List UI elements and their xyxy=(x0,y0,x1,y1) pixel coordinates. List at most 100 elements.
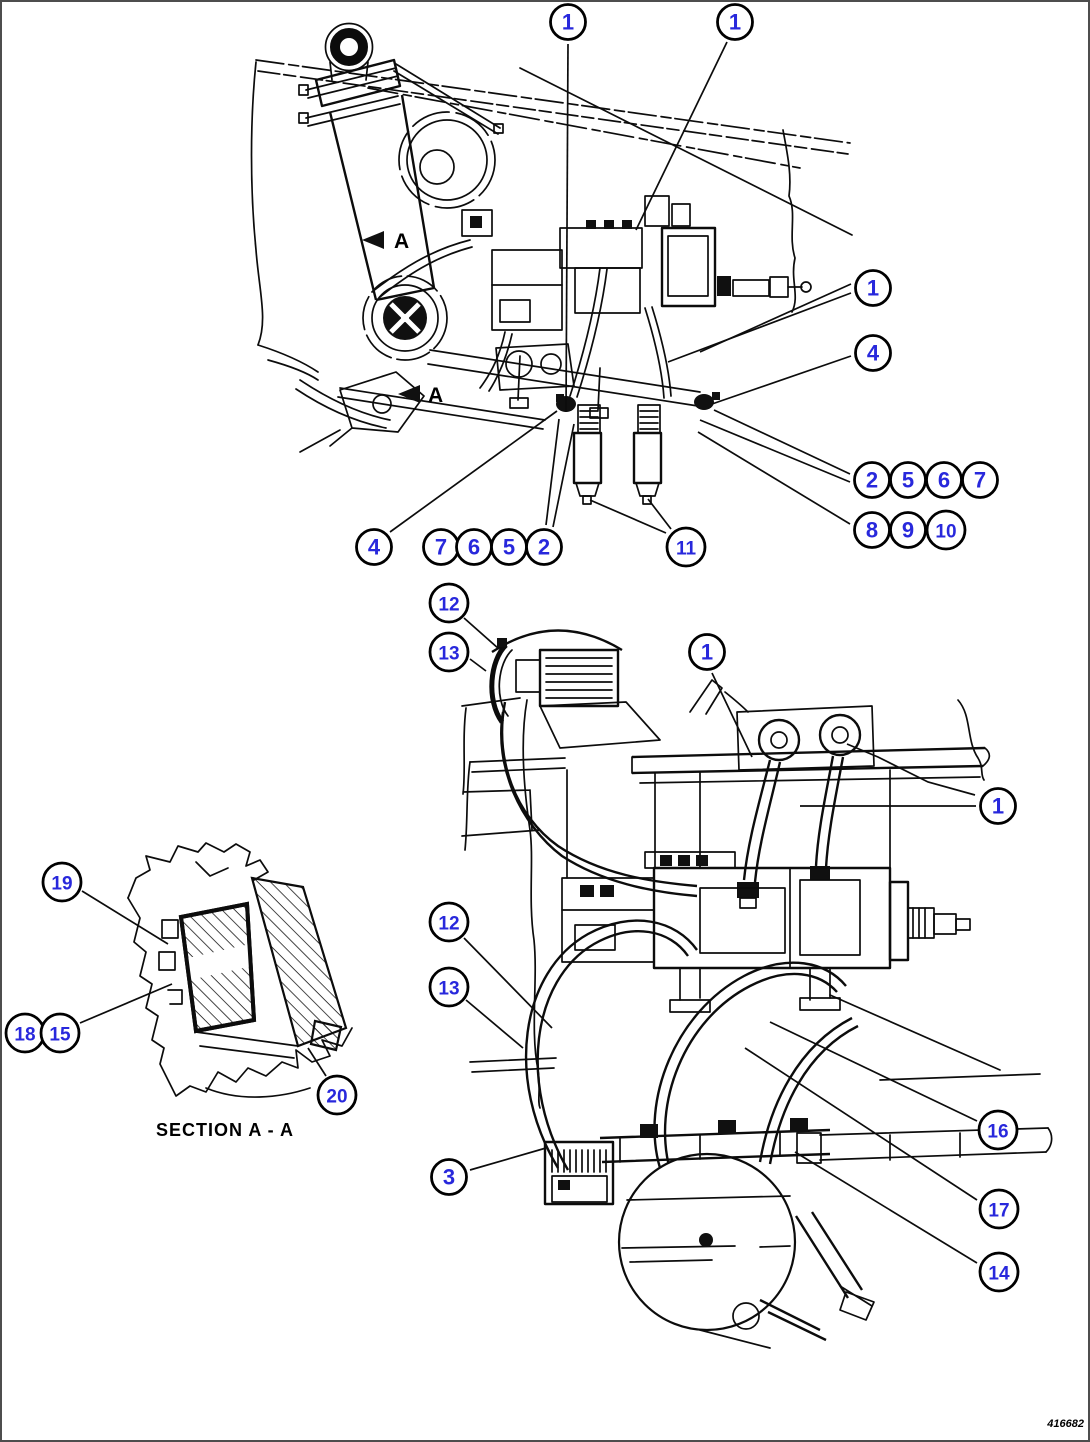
view-arrow-upper-label: A xyxy=(394,230,409,253)
callout-number: 1 xyxy=(562,10,574,35)
callout-4: 4 xyxy=(711,334,892,405)
callout-9: 9 xyxy=(889,511,927,549)
callout-number: 5 xyxy=(902,468,914,493)
callout-number: 11 xyxy=(676,539,697,560)
callout-leader-line xyxy=(389,410,558,533)
callout-balloon xyxy=(428,966,470,1008)
callout-balloon xyxy=(41,861,83,903)
callout-balloon xyxy=(549,3,587,41)
callout-number: 20 xyxy=(326,1087,347,1108)
callout-balloon xyxy=(665,526,707,568)
callout-10: 10 xyxy=(925,509,967,551)
callout-leader-line xyxy=(744,1047,978,1201)
callout-balloon xyxy=(716,3,754,41)
callout-balloon xyxy=(978,1251,1020,1293)
callout-number: 13 xyxy=(438,979,459,1000)
callout-1: 1 xyxy=(800,743,1017,825)
callout-number: 1 xyxy=(867,276,879,301)
callout-number: 15 xyxy=(49,1025,71,1046)
callout-leader-line xyxy=(463,617,500,650)
callout-balloon xyxy=(688,633,726,671)
callout-balloon xyxy=(525,528,563,566)
callout-number: 2 xyxy=(538,535,550,560)
callout-leader-line xyxy=(769,1021,978,1122)
callout-leader-line xyxy=(711,672,753,758)
callout-balloon xyxy=(39,1012,81,1054)
callout-number: 4 xyxy=(368,535,381,560)
callout-number: 1 xyxy=(701,640,713,665)
callout-number: 13 xyxy=(438,644,459,665)
callout-2: 2 xyxy=(699,409,891,499)
callout-16: 16 xyxy=(769,1021,1019,1151)
callout-13: 13 xyxy=(428,966,524,1049)
callout-balloon xyxy=(889,511,927,549)
callout-5: 5 xyxy=(490,528,528,566)
callout-balloon xyxy=(428,901,470,943)
callout-leader-line xyxy=(711,355,852,405)
callout-number: 12 xyxy=(438,914,459,935)
callout-balloon xyxy=(430,1158,468,1196)
callout-number: 10 xyxy=(935,522,956,543)
lower-assembly-drawing xyxy=(461,629,1053,1349)
callout-7: 7 xyxy=(961,461,999,499)
callout-number: 18 xyxy=(14,1025,35,1046)
callout-number: 17 xyxy=(988,1201,1009,1222)
callout-number: 9 xyxy=(902,518,914,543)
callout-19: 19 xyxy=(41,861,169,945)
callout-number: 4 xyxy=(867,341,880,366)
callout-6: 6 xyxy=(455,528,493,566)
view-arrow-lower-label: A xyxy=(428,384,443,407)
callout-leader-line xyxy=(699,419,851,483)
callout-leader-line xyxy=(307,1047,327,1077)
callout-1: 1 xyxy=(635,3,754,231)
callout-balloon xyxy=(316,1074,358,1116)
callout-number: 14 xyxy=(988,1264,1010,1285)
callout-balloon xyxy=(854,269,892,307)
callout-balloon xyxy=(925,509,967,551)
callout-leader-line xyxy=(713,409,851,475)
callout-8: 8 xyxy=(697,431,891,549)
callout-1: 1 xyxy=(667,269,892,363)
view-arrow-lower: A xyxy=(398,384,443,407)
callout-number: 2 xyxy=(866,468,878,493)
figure-number: 416682 xyxy=(1047,1418,1084,1430)
callout-balloon xyxy=(428,582,470,624)
callout-number: 19 xyxy=(51,874,72,895)
callout-number: 3 xyxy=(443,1165,455,1190)
callout-leader-line xyxy=(552,423,575,528)
callout-leader-line xyxy=(846,743,976,796)
callout-1: 1 xyxy=(549,3,587,413)
callout-number: 7 xyxy=(435,535,447,560)
view-arrow-upper: A xyxy=(362,230,409,253)
callout-balloon xyxy=(979,787,1017,825)
callout-11: 11 xyxy=(589,498,707,568)
callout-number: 7 xyxy=(974,468,986,493)
callout-leader-line xyxy=(79,983,173,1024)
callout-leader-line xyxy=(565,43,569,413)
callout-12: 12 xyxy=(428,901,553,1029)
callout-leader-line xyxy=(667,292,852,363)
callout-14: 14 xyxy=(794,1151,1020,1293)
callout-balloon xyxy=(961,461,999,499)
callout-leader-line xyxy=(635,41,728,231)
callout-2: 2 xyxy=(525,418,575,566)
section-label: SECTION A - A xyxy=(156,1120,294,1140)
callout-leader-line xyxy=(794,1151,978,1264)
callout-6: 6 xyxy=(925,461,963,499)
callout-3: 3 xyxy=(430,1147,547,1196)
section-a-a-drawing xyxy=(127,842,353,1098)
callout-leader-line xyxy=(589,499,667,534)
callout-balloon xyxy=(428,631,470,673)
callout-number: 5 xyxy=(503,535,515,560)
callout-leader-line xyxy=(697,431,851,525)
callout-7: 7 xyxy=(422,528,460,566)
top-assembly-drawing xyxy=(250,22,853,505)
callout-15: 15 xyxy=(39,983,173,1054)
callout-17: 17 xyxy=(744,1047,1020,1230)
callout-leader-line xyxy=(469,1147,547,1171)
callout-number: 16 xyxy=(987,1122,1008,1143)
callout-leader-line xyxy=(647,498,672,530)
